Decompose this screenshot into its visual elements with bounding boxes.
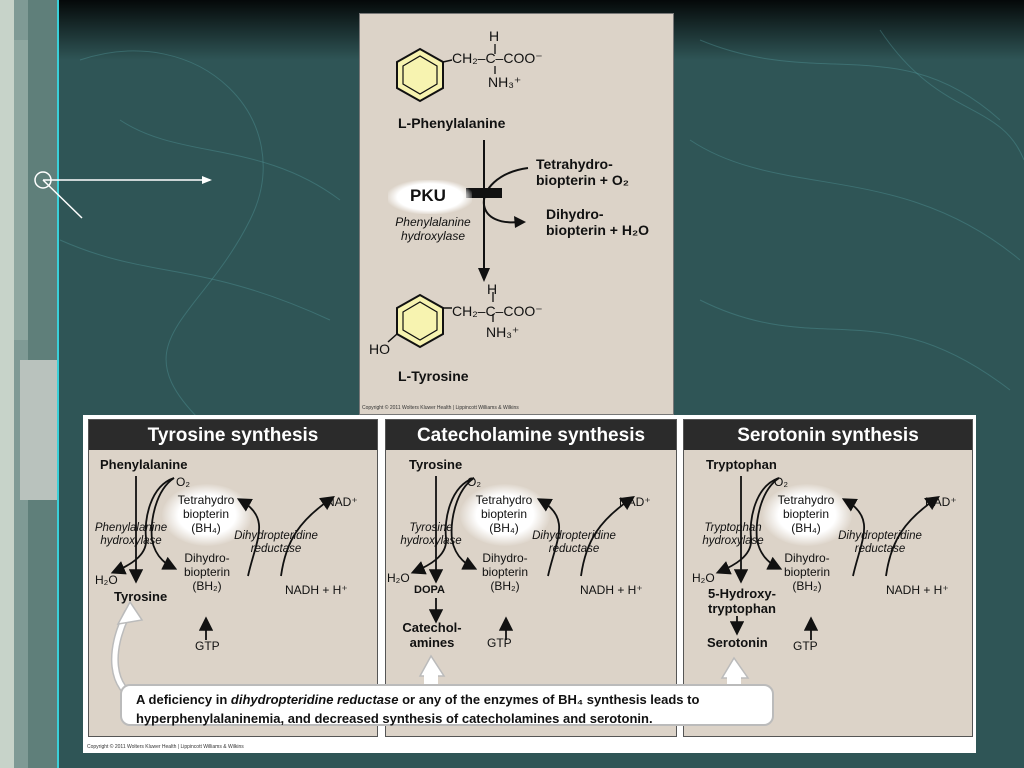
final-product-label: Serotonin: [707, 635, 768, 650]
water-label: H₂O: [692, 571, 715, 585]
water-arrow: [110, 477, 175, 575]
gtp-label: GTP: [487, 636, 512, 650]
phe-chain: CH₂–C–COO⁻: [452, 50, 543, 66]
pku-highlight: [388, 180, 472, 214]
nad-label: NAD⁺: [326, 495, 358, 509]
gtp-label: GTP: [793, 639, 818, 653]
pku-label: PKU: [410, 186, 446, 205]
bh2-arrow: [755, 477, 783, 570]
oxygen-label: O₂: [176, 475, 190, 489]
tyr-h: H: [487, 281, 498, 297]
enzyme-label: Phenylalanine hydroxylase: [94, 522, 168, 548]
panel-title: Catecholamine synthesis: [386, 420, 676, 450]
bh2-arrow: [450, 477, 478, 570]
enzyme-label: Tryptophan hydroxylase: [702, 522, 764, 548]
product-label: 5-Hydroxy- tryptophan: [708, 586, 776, 616]
regeneration-arrow: [536, 498, 561, 577]
product-label: DOPA: [414, 584, 445, 596]
substrate-label: Phenylalanine: [100, 457, 188, 472]
substrate-label: Tyrosine: [409, 457, 463, 472]
water-arrow: [410, 477, 475, 575]
final-product-label: Catechol- amines: [402, 620, 462, 650]
oxygen-label: O₂: [467, 475, 481, 489]
bh2-label: Dihydro- biopterin (BH₂): [183, 551, 231, 593]
bh4-label: Tetrahydro biopterin (BH₄): [475, 493, 533, 535]
copyright-top: Copyright © 2011 Wolters Kluwer Health |…: [362, 405, 519, 411]
nad-arrow: [580, 495, 635, 577]
cofactor-input: Tetrahydro- biopterin + O₂: [536, 156, 629, 189]
deficiency-note: A deficiency in dihydropteridine reducta…: [120, 684, 774, 726]
bh2-label: Dihydro- biopterin (BH₂): [481, 551, 529, 593]
benzene-ring-icon: [396, 47, 444, 103]
nadh-label: NADH + H⁺: [886, 583, 949, 597]
tyr-chain: CH₂–C–COO⁻: [452, 303, 543, 319]
panel-title: Tyrosine synthesis: [89, 420, 377, 450]
reductase-label: Dihydropteridine reductase: [532, 530, 616, 556]
phe-h: H: [489, 28, 500, 44]
gtp-label: GTP: [195, 639, 220, 653]
tyr-hydroxyl: HO: [369, 341, 390, 357]
bh4-highlight: [762, 484, 852, 546]
tyrosine-label: L-Tyrosine: [398, 368, 469, 384]
panel-title: Serotonin synthesis: [684, 420, 972, 450]
note-text: hyperphenylalaninemia, and decreased syn…: [136, 711, 653, 726]
reductase-label: Dihydropteridine reductase: [838, 530, 922, 556]
bh4-highlight: [162, 484, 252, 546]
bh2-arrow: [150, 477, 178, 570]
nadh-label: NADH + H⁺: [285, 583, 348, 597]
oxygen-label: O₂: [774, 475, 788, 489]
water-label: H₂O: [387, 571, 410, 585]
bh4-label: Tetrahydro biopterin (BH₄): [777, 493, 835, 535]
regeneration-arrow: [236, 498, 261, 577]
regeneration-arrow: [841, 498, 866, 577]
note-enzyme: dihydropteridine reductase: [230, 692, 399, 707]
water-arrow: [715, 477, 780, 575]
bh4-highlight: [460, 484, 550, 546]
nad-label: NAD⁺: [619, 495, 651, 509]
cofactor-output: Dihydro- biopterin + H₂O: [546, 206, 650, 239]
nad-label: NAD⁺: [925, 495, 957, 509]
tyr-amine: NH₃⁺: [486, 324, 520, 340]
reductase-label: Dihydropteridine reductase: [234, 530, 318, 556]
phenylalanine-label: L-Phenylalanine: [398, 115, 506, 131]
bh2-label: Dihydro- biopterin (BH₂): [783, 551, 831, 593]
copyright-bottom: Copyright © 2011 Wolters Kluwer Health |…: [87, 744, 244, 750]
nad-arrow: [885, 495, 940, 577]
phe-amine: NH₃⁺: [488, 74, 522, 90]
water-label: H₂O: [95, 573, 118, 587]
nad-arrow: [280, 495, 335, 577]
product-label: Tyrosine: [114, 589, 168, 604]
note-text: or any of the enzymes of BH₄ synthesis l…: [398, 692, 700, 707]
note-text: A deficiency in: [136, 692, 231, 707]
enzyme-label: Phenylalanine hydroxylase: [395, 215, 471, 243]
enzyme-label: Tyrosine hydroxylase: [400, 522, 462, 548]
nadh-label: NADH + H⁺: [580, 583, 643, 597]
substrate-label: Tryptophan: [706, 457, 777, 472]
bh4-label: Tetrahydro biopterin (BH₄): [177, 493, 235, 535]
